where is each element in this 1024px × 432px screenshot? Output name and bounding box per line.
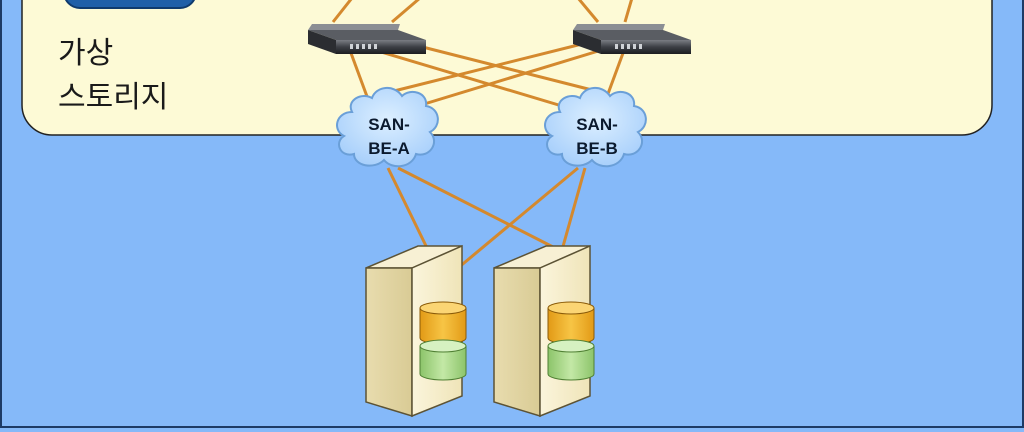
storage-server-icon — [493, 244, 595, 418]
zone-label: 가상 스토리지 — [58, 32, 168, 120]
switch-icon — [308, 24, 426, 54]
zone-label-line1: 가상 — [58, 36, 114, 71]
link-switch-right-up-1 — [577, 0, 600, 23]
link-switch-right-up-2 — [623, 0, 633, 23]
disk-icon — [547, 301, 595, 381]
link-switch-left-up-1 — [331, 0, 353, 23]
cloud-san-be-a: SAN- BE-A — [336, 87, 439, 168]
link-cloud-a-server-left — [386, 167, 430, 251]
cloud-label-line2: BE-B — [576, 139, 618, 158]
cloud-label-line1: SAN- — [576, 115, 618, 134]
disk-icon — [419, 301, 467, 381]
cloud-icon — [336, 87, 439, 168]
link-left-switch-cloud-b — [357, 43, 583, 114]
cloud-label-line1: SAN- — [368, 115, 410, 134]
cloud-icon — [544, 87, 647, 168]
link-cloud-b-server-right — [560, 167, 587, 251]
cloud-label-line2: BE-A — [368, 139, 410, 158]
link-cloud-a-server-right — [397, 166, 556, 250]
storage-server-icon — [365, 244, 467, 418]
zone-label-line2: 스토리지 — [58, 80, 169, 115]
zone-badge — [65, 0, 195, 9]
link-switch-left-up-2 — [391, 0, 420, 24]
link-right-switch-cloud-a — [397, 43, 619, 114]
switch-icon — [573, 24, 691, 54]
link-cloud-b-server-left — [457, 166, 579, 270]
link-cross-2 — [389, 38, 599, 94]
cloud-san-be-b: SAN- BE-B — [544, 87, 647, 168]
